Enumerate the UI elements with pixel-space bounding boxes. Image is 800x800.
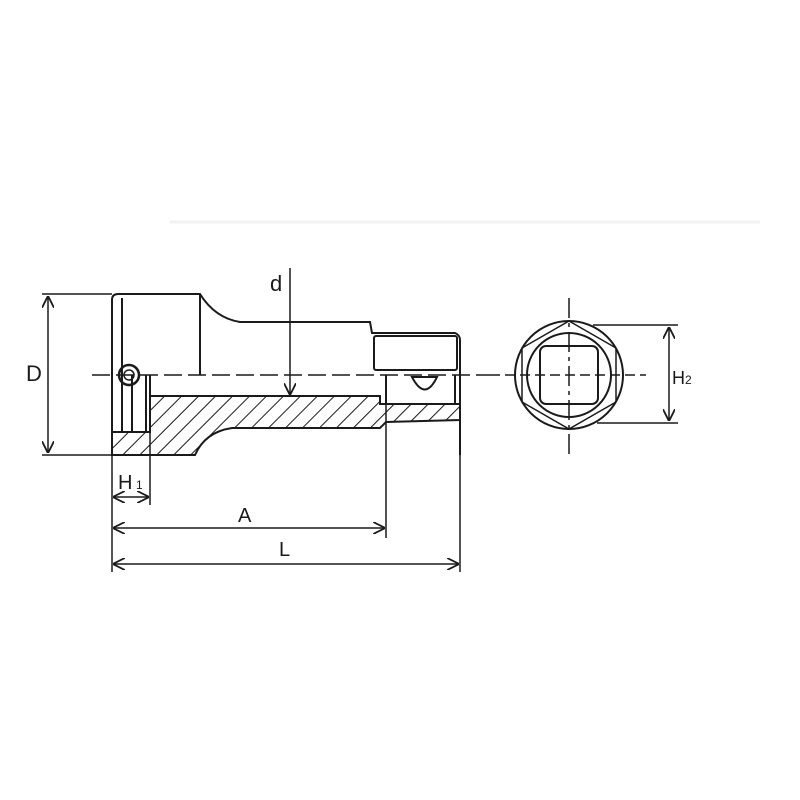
label-H2-sub: 2 (685, 373, 692, 387)
side-view (42, 293, 490, 572)
label-D: D (26, 361, 42, 386)
label-H1: H (118, 472, 132, 494)
label-H2: H (672, 368, 685, 388)
label-d: d (270, 271, 282, 296)
label-A: A (238, 505, 252, 527)
end-view (490, 298, 678, 455)
label-H1-sub: 1 (136, 478, 143, 492)
label-L: L (279, 539, 290, 561)
section-hatch (111, 395, 461, 456)
